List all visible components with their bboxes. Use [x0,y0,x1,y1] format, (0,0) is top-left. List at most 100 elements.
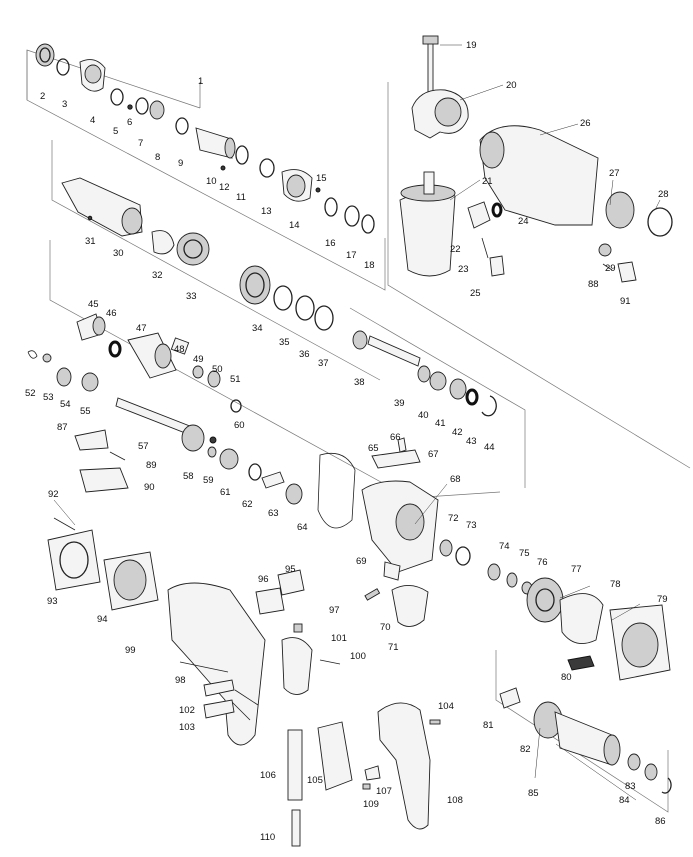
part-42-gear [449,378,467,400]
part-label: 77 [571,564,582,575]
part-102-label [203,679,235,697]
part-75-bearing [506,572,518,588]
part-48-bracket [170,337,190,355]
part-label: 86 [655,816,666,827]
frame-group-33 [51,140,381,381]
part-79-field-face [621,622,659,668]
part-71-bracket [391,585,429,627]
frame-group-rear [387,82,691,469]
part-104-screw [429,719,441,725]
part-66-screw [397,437,407,453]
part-77-fan [526,577,564,623]
part-65-gasket [317,452,356,529]
part-47-piston-end [154,343,172,369]
part-44-circlip [481,395,497,417]
part-label: 99 [125,645,136,656]
mechanism-parts [27,313,303,505]
part-60-ball [209,436,217,444]
part-17-ring [344,205,360,227]
part-label: 89 [146,460,157,471]
part-label: 18 [364,260,375,271]
part-label: 83 [625,781,636,792]
part-74-washer [487,563,501,581]
part-38-bearing [352,330,368,350]
motor-housing-parts [47,517,441,847]
part-label: 67 [428,449,439,460]
part-label: 39 [394,398,405,409]
part-label: 66 [390,432,401,443]
part-70-pin [364,588,381,601]
part-58-swash [181,424,205,452]
part-22-knob [467,201,491,229]
part-25-lever [489,255,505,277]
part-label: 78 [610,579,621,590]
frame-group-1-top [26,49,201,109]
part-93-end-cap-ring [59,541,89,579]
part-69-clip [383,561,401,581]
part-label: 6 [127,117,132,128]
part-label: 109 [363,799,379,810]
part-12-ball [220,165,226,171]
part-label: 104 [438,701,454,712]
part-label: 55 [80,406,91,417]
part-92-screw [53,517,76,531]
part-label: 65 [368,443,379,454]
part-49-pin [192,365,204,379]
part-8-spring [149,100,165,120]
part-45-striker-end [92,316,106,336]
part-label: 41 [435,418,446,429]
part-33-gear-hub [183,239,203,259]
part-96-label [255,587,285,615]
part-99-grip-lines [229,689,259,721]
part-30-spindle-end [121,207,143,235]
part-label: 25 [470,288,481,299]
part-label: 32 [152,270,163,281]
part-62-washer [248,463,262,481]
group-frames [26,49,691,813]
part-label: 47 [136,323,147,334]
part-label: 79 [657,594,668,605]
part-61-bearing [219,448,239,470]
part-label: 36 [299,349,310,360]
part-51-ring [230,399,242,413]
part-label: 85 [528,788,539,799]
part-label: 59 [203,475,214,486]
part-80-filter [567,655,595,671]
part-46-oring [108,340,122,358]
part-label: 80 [561,672,572,683]
part-label: 98 [175,675,186,686]
part-16-ring [324,197,338,217]
part-label: 69 [356,556,367,567]
part-67-plate [371,449,421,469]
part-label: 105 [307,775,323,786]
part-label: 102 [179,705,195,716]
part-label: 74 [499,541,510,552]
front-parts [35,43,375,234]
part-4-sleeve-face [84,64,102,84]
part-label: 16 [325,238,336,249]
part-34-spring [239,265,271,305]
part-label: 27 [609,168,620,179]
part-84-washer [644,763,658,781]
part-90-cover [79,467,129,493]
part-83-bearing [627,753,641,771]
part-label: 75 [519,548,530,559]
part-93-end-cap [47,529,101,591]
part-52-clip [27,350,38,359]
frame-group-mech-b [349,307,526,488]
part-label: 81 [483,720,494,731]
part-33-gear [176,232,210,266]
part-label: 21 [482,176,493,187]
part-label: 12 [219,182,230,193]
part-label: 35 [279,337,290,348]
part-100-screw [319,659,341,665]
middle-row-parts [239,265,497,417]
part-109-terminal [362,783,371,790]
part-59-washer [207,446,217,458]
part-label: 31 [85,236,96,247]
part-34-spring-inner [245,272,265,298]
part-label: 93 [47,596,58,607]
part-label: 100 [350,651,366,662]
part-91-bracket [617,261,637,283]
